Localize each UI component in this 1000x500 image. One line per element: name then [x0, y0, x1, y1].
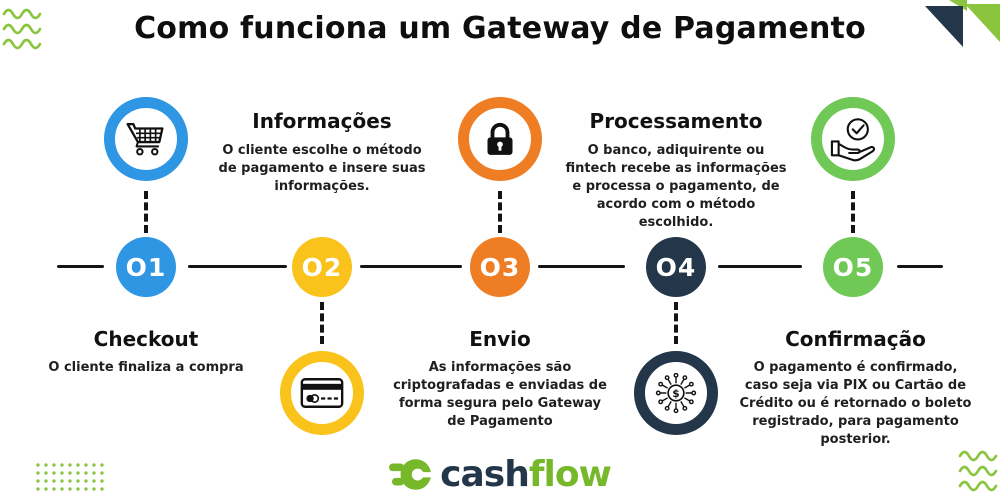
- svg-text:$: $: [672, 387, 679, 400]
- timeline-segment: [538, 265, 625, 268]
- step1-icon-ring: [104, 97, 188, 181]
- step1-title: Checkout: [93, 327, 199, 351]
- step2-number: O2: [301, 252, 343, 282]
- step3-number-badge: O3: [470, 237, 530, 297]
- timeline-segment: [57, 265, 104, 268]
- logo-text-cash: cash: [440, 454, 530, 495]
- triangles-decoration-top-right: [925, 0, 1000, 47]
- cashflow-logo: cashflow: [0, 452, 1000, 498]
- step1-dashed-connector: [144, 191, 148, 233]
- step2-title: Informações: [252, 109, 392, 133]
- step5-dashed-connector: [851, 191, 855, 233]
- step2-dashed-connector: [320, 302, 324, 344]
- step4-description: O banco, adiquirente ou fintech recebe a…: [565, 143, 787, 230]
- step5-number-badge: O5: [823, 237, 883, 297]
- step2-icon-ring: [280, 351, 364, 435]
- step4-number: O4: [655, 252, 697, 282]
- padlock-icon: [487, 122, 513, 155]
- step1-number: O1: [125, 252, 167, 282]
- step5-icon-ring: [811, 97, 895, 181]
- wavy-lines-decoration-bottom-right: [958, 450, 998, 492]
- step2-number-badge: O2: [292, 237, 352, 297]
- hand-check-icon: [830, 118, 876, 162]
- step1-description: O cliente finaliza a compra: [48, 360, 244, 375]
- step3-number: O3: [479, 252, 521, 282]
- step5-number: O5: [832, 252, 874, 282]
- credit-card-icon: [300, 378, 344, 408]
- step4-dashed-connector: [674, 302, 678, 344]
- step3-dashed-connector: [498, 191, 502, 233]
- step3-description: As informações são criptografadas e envi…: [393, 360, 607, 429]
- timeline-segment: [897, 265, 943, 268]
- timeline-segment: [360, 265, 462, 268]
- step4-icon-ring: $: [634, 351, 718, 435]
- page-title: Como funciona um Gateway de Pagamento: [134, 11, 866, 46]
- timeline-segment: [188, 265, 287, 268]
- logo-wordmark: cashflow: [440, 454, 612, 495]
- dot-grid-decoration-bottom-left: [34, 461, 106, 492]
- step4-number-badge: O4: [646, 237, 706, 297]
- timeline-segment: [718, 265, 802, 268]
- cashflow-coin-icon: [389, 459, 434, 490]
- step3-title: Envio: [469, 327, 531, 351]
- step5-description: O pagamento é confirmado, caso seja via …: [739, 360, 972, 447]
- step3-icon-ring: [458, 97, 542, 181]
- dollar-network-icon: $: [655, 372, 697, 414]
- step2-description: O cliente escolhe o método de pagamento …: [218, 143, 426, 194]
- wavy-lines-decoration-top-left: [2, 8, 42, 50]
- step1-number-badge: O1: [116, 237, 176, 297]
- step4-title: Processamento: [589, 109, 763, 133]
- step5-title: Confirmação: [785, 327, 926, 351]
- logo-text-flow: flow: [528, 454, 612, 495]
- shopping-cart-icon: [126, 122, 164, 156]
